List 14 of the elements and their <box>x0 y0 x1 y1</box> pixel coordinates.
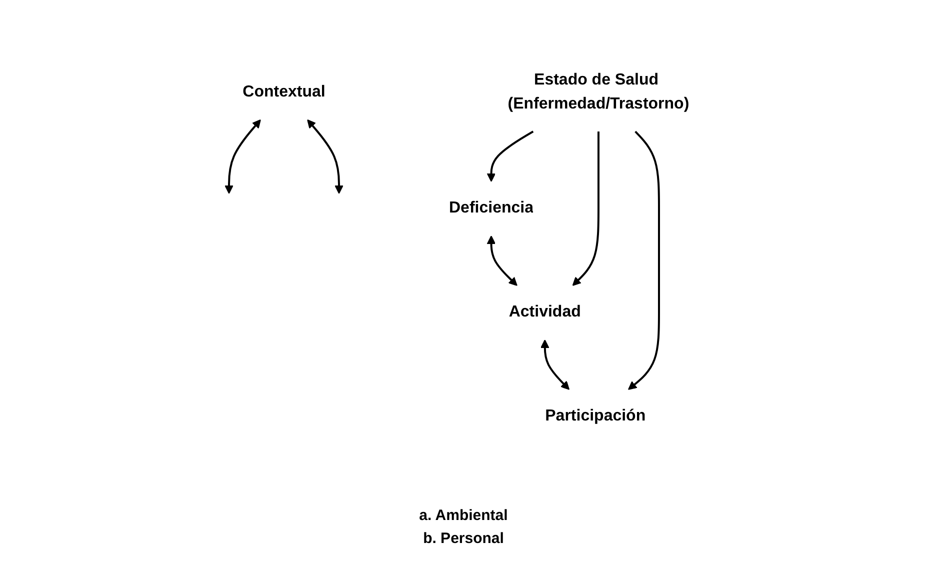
node-text: Participación <box>544 408 646 424</box>
arrow <box>224 119 261 194</box>
note-text: a. Ambiental <box>419 507 508 524</box>
note-text: b. Personal <box>422 530 505 547</box>
node-text: Actividad <box>508 304 581 320</box>
arrow <box>486 130 534 182</box>
arrow <box>572 132 600 286</box>
arrow <box>628 130 660 390</box>
node-text: Deficiencia <box>448 200 534 216</box>
arrow <box>306 119 344 194</box>
arrow <box>540 340 570 390</box>
node-text: Estado de Salud (Enfermedad/Trastorno) <box>508 72 689 112</box>
node-text: Contextual <box>242 84 326 100</box>
arrow <box>486 236 518 286</box>
